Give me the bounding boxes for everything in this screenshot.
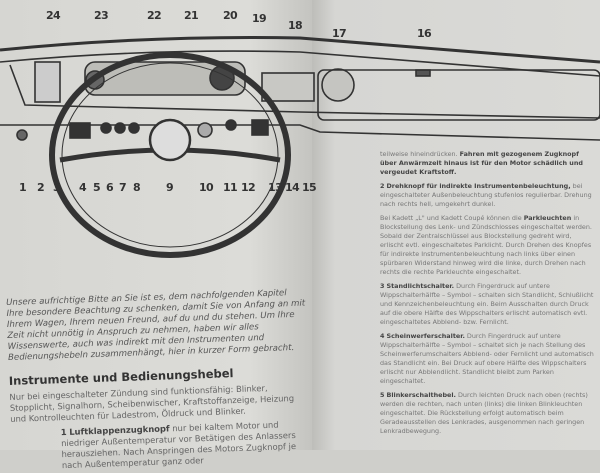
knob-6	[100, 122, 112, 134]
item-number: 5	[380, 391, 385, 399]
left-text-column: Unsere aufrichtige Bitte an Sie ist es, …	[6, 288, 312, 473]
item-text: Bei Kadett „L" und Kadett Coupé können d…	[380, 214, 524, 222]
knob-1	[16, 129, 28, 141]
label-9: 9	[166, 181, 173, 194]
label-3: 3	[53, 181, 60, 194]
label-11: 11	[223, 181, 237, 194]
item-1: 1 Luftklappenzugknopf nur bei kaltem Mot…	[61, 418, 312, 471]
knob-7	[114, 122, 126, 134]
intro-paragraph: Unsere aufrichtige Bitte an Sie ist es, …	[6, 288, 306, 363]
label-23: 23	[94, 9, 108, 22]
glovebox	[317, 69, 600, 121]
warning-text: Fahren mit gezogenem Zugknopf über Anwär…	[380, 150, 583, 176]
item-text: Durch leichten Druck nach oben (rechts) …	[380, 391, 588, 435]
item-text: bei eingeschalteter Außenbeleuchtung stu…	[380, 182, 592, 208]
knob-11	[225, 119, 237, 131]
horn-button	[148, 118, 192, 162]
label-17: 17	[332, 27, 346, 40]
label-22: 22	[147, 9, 161, 22]
item-2: 2 Drehknopf für indirekte Instrumentenbe…	[380, 182, 596, 209]
item-text: in Blockstellung des Lenk- und Zündschlo…	[380, 214, 592, 276]
right-page	[312, 0, 600, 450]
item-number: 4	[380, 332, 385, 340]
slider-controls	[34, 61, 61, 103]
item-title: Scheinwerferschalter.	[386, 332, 465, 340]
item-5: 5 Blinkerschalthebel. Durch leichten Dru…	[380, 391, 596, 436]
dashboard-bottom	[0, 124, 600, 141]
label-1: 1	[19, 181, 26, 194]
steering-wheel-inner	[61, 62, 279, 248]
label-2: 2	[37, 181, 44, 194]
label-15: 15	[302, 181, 316, 194]
bottom-labels: 1 2 3 4 5 6 7 8 9 10 11 12 13 14 15	[19, 181, 317, 194]
label-10: 10	[199, 181, 214, 194]
item-number: 3	[380, 282, 385, 290]
knob-8	[128, 122, 140, 134]
item-text: teilweise hineindrücken.	[380, 150, 460, 158]
switches-left	[69, 122, 91, 139]
item-title: Blinkerschalthebel.	[386, 391, 456, 399]
glovebox-lock	[415, 69, 431, 77]
dashboard-body	[9, 64, 600, 119]
item-number: 1	[60, 426, 67, 438]
label-5: 5	[93, 181, 100, 194]
right-text-column: teilweise hineindrücken. Fahren mit gezo…	[380, 150, 596, 441]
item-text: Durch Fingerdruck auf untere Wippschalte…	[380, 282, 594, 326]
item-title: Standlichtschalter.	[386, 282, 455, 290]
label-8: 8	[133, 181, 140, 194]
steering-wheel	[49, 52, 291, 258]
item-number: 2	[380, 182, 385, 190]
dashboard-lower-edge	[0, 50, 600, 77]
item-2-parking: Bei Kadett „L" und Kadett Coupé können d…	[380, 214, 596, 277]
label-18: 18	[288, 19, 302, 32]
glovebox-knob	[321, 68, 355, 102]
continued-paragraph: teilweise hineindrücken. Fahren mit gezo…	[380, 150, 596, 177]
dashboard-diagram: 24 23 22 21 20 19 18 17 16 1 2 3 4 5 6 7…	[0, 9, 600, 258]
label-13: 13	[268, 181, 282, 194]
label-4: 4	[79, 181, 87, 194]
label-21: 21	[184, 9, 198, 22]
label-24: 24	[46, 9, 61, 22]
top-labels: 24 23 22 21 20 19 18 17 16	[46, 9, 433, 40]
item-4: 4 Scheinwerferschalter. Durch Fingerdruc…	[380, 332, 596, 386]
dashboard-top-edge	[0, 36, 600, 64]
label-6: 6	[106, 181, 114, 194]
item-text: Durch Fingerdruck auf untere Wippschalte…	[380, 332, 594, 385]
air-vent	[261, 72, 315, 102]
item-title: Drehknopf für indirekte Instrumentenbele…	[386, 182, 571, 190]
label-20: 20	[223, 9, 238, 22]
item-3: 3 Standlichtschalter. Durch Fingerdruck …	[380, 282, 596, 327]
label-12: 12	[241, 181, 255, 194]
item-title: Parkleuchten	[523, 214, 572, 222]
lead-paragraph: Nur bei eingeschalteter Zündung sind fun…	[9, 382, 295, 424]
label-14: 14	[285, 181, 300, 194]
switches-right	[251, 119, 269, 136]
label-7: 7	[119, 181, 126, 194]
label-16: 16	[417, 27, 432, 40]
ignition	[197, 122, 213, 138]
label-19: 19	[252, 12, 266, 25]
